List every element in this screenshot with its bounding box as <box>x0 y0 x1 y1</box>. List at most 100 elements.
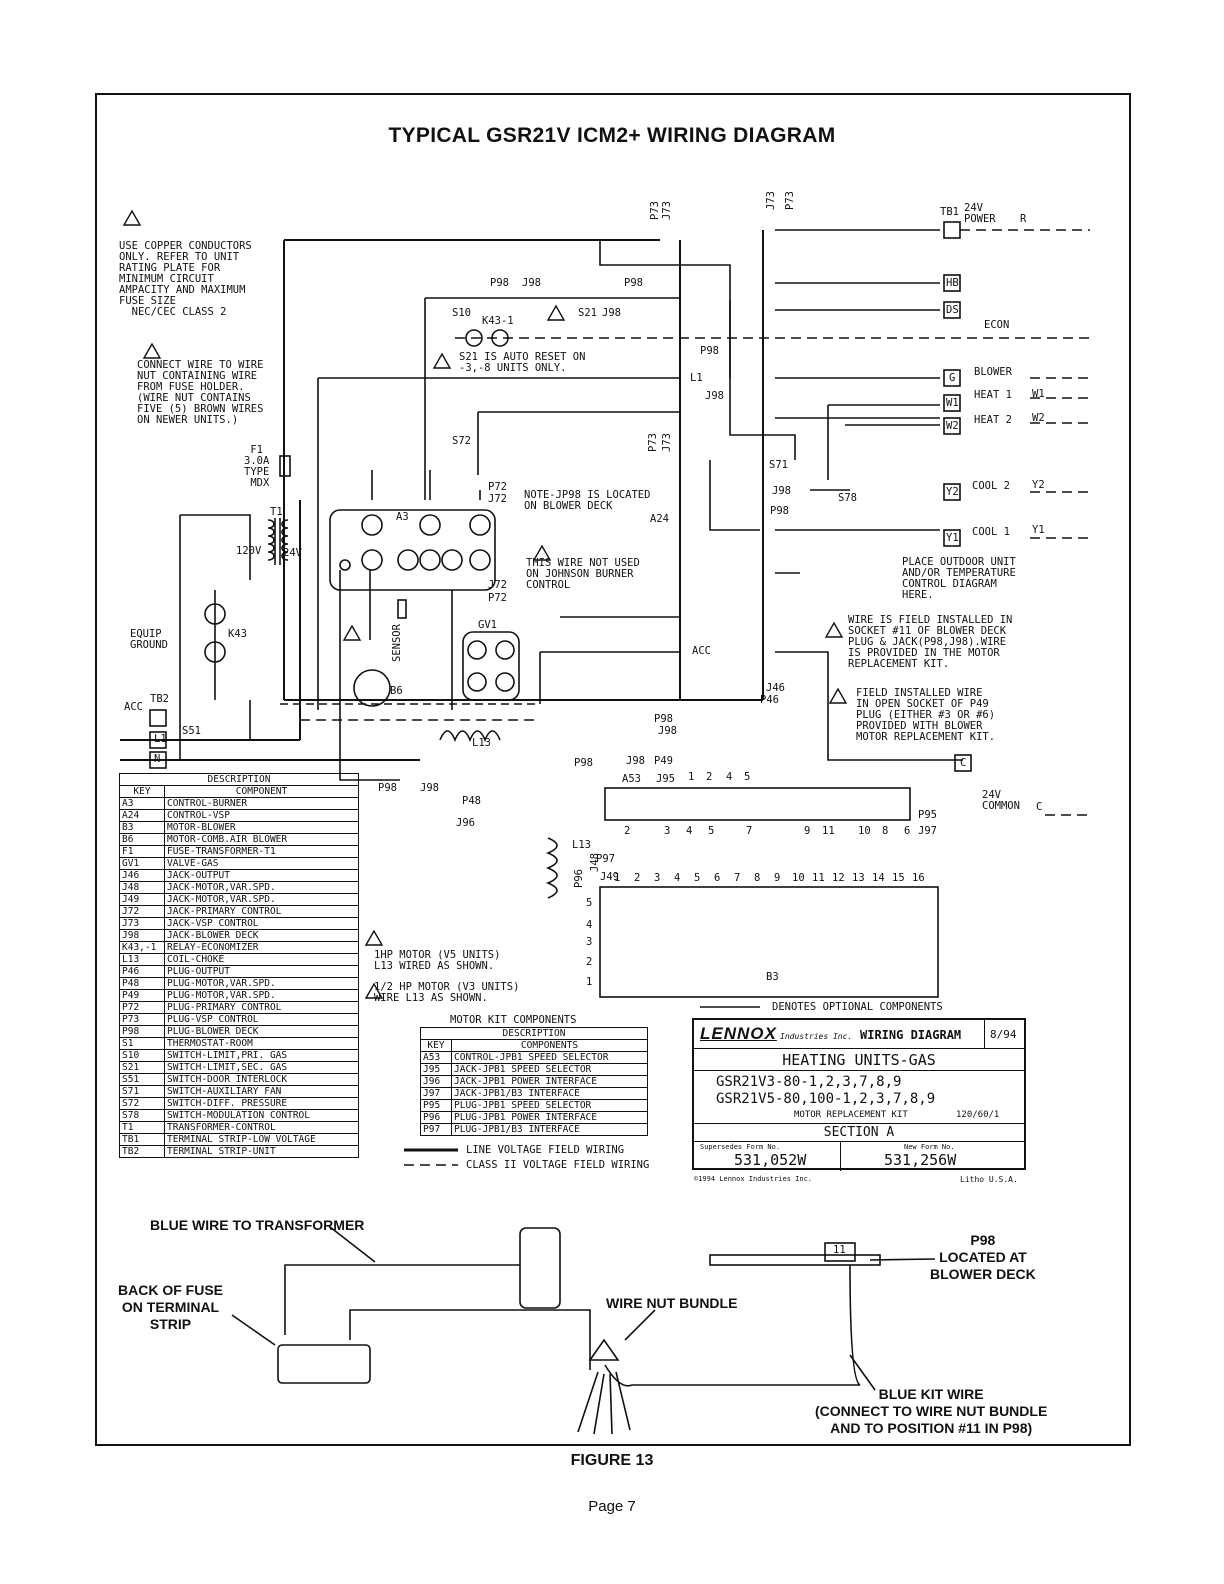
legend-key: P95 <box>420 1099 452 1112</box>
legend-description: CONTROL-VSP <box>164 809 359 822</box>
label-l13-lower: L13 <box>572 839 591 851</box>
y1-terminal: Y1 <box>946 532 959 544</box>
legend-key: F1 <box>119 845 165 858</box>
legend-description: SWITCH-MODULATION CONTROL <box>164 1109 359 1122</box>
label-p95: P95 <box>918 809 937 821</box>
tb-divider <box>694 1048 1024 1049</box>
cool1-label: COOL 1 <box>972 526 1010 538</box>
label-p72-bottom: P72 <box>488 592 507 604</box>
tb2-n-terminal <box>149 751 167 769</box>
legend-description: PLUG-JPB1/B3 INTERFACE <box>451 1123 648 1136</box>
legend-key: P48 <box>119 977 165 990</box>
label-j72-top: J72 <box>488 493 507 505</box>
blower-motor-b3 <box>599 886 939 998</box>
legend-description: PLUG-OUTPUT <box>164 965 359 978</box>
legend-description: CONTROL-JPB1 SPEED SELECTOR <box>451 1051 648 1064</box>
w2-wire-label: W2 <box>1032 412 1045 424</box>
j49-pin: 6 <box>714 872 721 884</box>
relay-k43-1 <box>465 329 483 347</box>
legend-component-header: COMPONENT <box>164 785 359 798</box>
page-number: Page 7 <box>588 1498 636 1515</box>
legend-description: SWITCH-LIMIT,SEC. GAS <box>164 1061 359 1074</box>
legend-key: P98 <box>119 1025 165 1038</box>
j97-pin: 6 <box>904 825 911 837</box>
tb-divider <box>694 1123 1024 1124</box>
w1-terminal: W1 <box>946 397 959 409</box>
j97-pin: 2 <box>624 825 631 837</box>
j95-pin: 4 <box>726 771 733 783</box>
kit-legend-title: MOTOR KIT COMPONENTS <box>450 1014 577 1026</box>
speed-selector-a53 <box>604 787 911 821</box>
legend-key: S51 <box>119 1073 165 1086</box>
label-120v: 120V <box>236 545 262 557</box>
legend-key: A24 <box>119 809 165 822</box>
label-p97: P97 <box>596 853 615 865</box>
j95-pin: 1 <box>688 771 695 783</box>
label-j98-top: J98 <box>522 277 541 289</box>
voltage-label: 120/60/1 <box>956 1110 1000 1120</box>
j49-pin: 7 <box>734 872 741 884</box>
legend-key: K43,-1 <box>119 941 165 954</box>
legend-key: S71 <box>119 1085 165 1098</box>
gv1-coil <box>495 672 515 692</box>
legend-description: JACK-VSP CONTROL <box>164 917 359 930</box>
legend-key: S78 <box>119 1109 165 1122</box>
j49-pin: 14 <box>872 872 885 884</box>
label-p48: P48 <box>462 795 481 807</box>
j48-pin-2: 2 <box>586 956 593 968</box>
y1-wire-label: Y1 <box>1032 524 1045 536</box>
label-tb2: TB2 <box>150 693 169 705</box>
legend-key: J72 <box>119 905 165 918</box>
note-copper-conductors: USE COPPER CONDUCTORS ONLY. REFER TO UNI… <box>119 240 252 318</box>
label-p72-top: P72 <box>488 481 507 493</box>
c-wire-label: C <box>1036 801 1043 813</box>
label-s21: S21 <box>578 307 597 319</box>
choke-l13-v <box>545 837 558 899</box>
j97-pin: 3 <box>664 825 671 837</box>
legend-description: SWITCH-LIMIT,PRI. GAS <box>164 1049 359 1062</box>
title-block: LENNOX Industries Inc. WIRING DIAGRAM 8/… <box>692 1018 1026 1171</box>
label-j97: J97 <box>918 825 937 837</box>
j49-pins: 1 2 3 4 5 6 7 8 9 10 11 12 13 14 15 16 <box>612 873 936 885</box>
j48-pin-4: 4 <box>586 919 593 931</box>
legend-key: P96 <box>420 1111 452 1124</box>
j97-pin: 9 <box>804 825 811 837</box>
legend-description: JACK-MOTOR,VAR.SPD. <box>164 893 359 906</box>
legend-description: CONTROL-BURNER <box>164 797 359 810</box>
legend-key: A53 <box>420 1051 452 1064</box>
label-p98-a24: P98 <box>700 345 719 357</box>
choke-l13 <box>439 730 501 743</box>
doc-date: 8/94 <box>990 1028 1017 1041</box>
label-s51: S51 <box>182 725 201 737</box>
note-jp98: NOTE-JP98 IS LOCATED ON BLOWER DECK <box>524 489 651 512</box>
note-s21-reset: S21 IS AUTO RESET ON -3,-8 UNITS ONLY. <box>459 351 586 374</box>
j97-pin: 4 <box>686 825 693 837</box>
j49-pin: 11 <box>812 872 825 884</box>
label-b3: B3 <box>766 971 779 983</box>
label-k43-1: K43-1 <box>482 315 514 327</box>
legend-description: MOTOR-COMB.AIR BLOWER <box>164 833 359 846</box>
note-wire-nut: CONNECT WIRE TO WIRE NUT CONTAINING WIRE… <box>137 359 264 426</box>
legend-key: B6 <box>119 833 165 846</box>
legend-key: S72 <box>119 1097 165 1110</box>
legend-key: P73 <box>119 1013 165 1026</box>
legend-description: TERMINAL STRIP-UNIT <box>164 1145 359 1158</box>
label-b6: B6 <box>390 685 403 697</box>
new-form-label: New Form No. <box>904 1143 955 1151</box>
legend-description: PLUG-MOTOR,VAR.SPD. <box>164 989 359 1002</box>
label-s72: S72 <box>452 435 471 447</box>
legend-description: PLUG-VSP CONTROL <box>164 1013 359 1026</box>
legend-key: A3 <box>119 797 165 810</box>
tb2-l1-terminal <box>149 731 167 749</box>
